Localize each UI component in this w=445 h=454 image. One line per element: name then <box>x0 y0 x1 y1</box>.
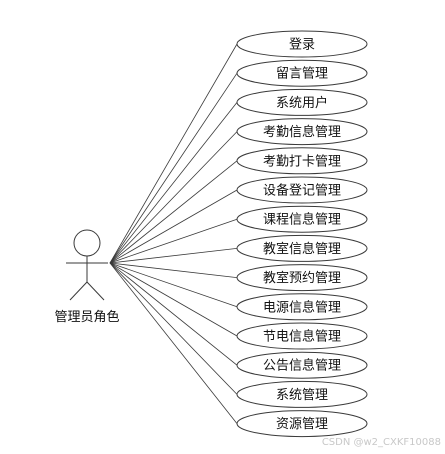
use-case-list: 登录留言管理系统用户考勤信息管理考勤打卡管理设备登记管理课程信息管理教室信息管理… <box>236 30 368 438</box>
use-case-label: 系统管理 <box>276 388 328 403</box>
use-case-ellipse <box>236 322 368 350</box>
use-case-label: 系统用户 <box>276 95 328 111</box>
use-case-label: 设备登记管理 <box>263 183 341 199</box>
association-line <box>109 262 238 308</box>
use-case-label: 公告信息管理 <box>263 358 341 374</box>
association-line <box>109 262 238 366</box>
use-case-ellipse <box>236 88 368 116</box>
association-line <box>109 189 238 264</box>
actor-left-leg <box>69 281 88 301</box>
use-case-label: 教室预约管理 <box>263 270 341 286</box>
association-line <box>109 262 238 337</box>
use-case: 系统管理 <box>236 380 368 408</box>
association-line <box>109 102 238 264</box>
use-case: 教室预约管理 <box>236 264 368 292</box>
use-case-ellipse <box>236 380 368 408</box>
use-case: 资源管理 <box>236 410 368 438</box>
use-case-label: 考勤信息管理 <box>263 124 341 140</box>
use-case: 系统用户 <box>236 88 368 116</box>
actor-right-leg <box>86 281 105 301</box>
use-case: 考勤打卡管理 <box>236 147 368 175</box>
use-case-ellipse <box>236 205 368 233</box>
use-case-ellipse <box>236 293 368 321</box>
use-case: 设备登记管理 <box>236 176 368 204</box>
use-case: 电源信息管理 <box>236 293 368 321</box>
actor: 管理员角色 <box>54 229 120 325</box>
association-line <box>109 262 238 278</box>
use-case-ellipse <box>236 264 368 292</box>
use-case-label: 节电信息管理 <box>263 329 341 345</box>
use-case-ellipse <box>236 59 368 87</box>
association-line <box>109 262 238 424</box>
association-line <box>109 248 238 264</box>
use-case-ellipse <box>236 410 368 438</box>
actor-head <box>73 229 101 257</box>
use-case-label: 电源信息管理 <box>263 299 341 315</box>
use-case: 考勤信息管理 <box>236 118 368 146</box>
actor-label: 管理员角色 <box>54 309 119 325</box>
use-case-ellipse <box>236 234 368 262</box>
association-line <box>109 131 238 264</box>
use-case: 节电信息管理 <box>236 322 368 350</box>
use-case: 留言管理 <box>236 59 368 87</box>
use-case-ellipse <box>236 147 368 175</box>
association-line <box>109 72 238 264</box>
association-line <box>109 262 238 395</box>
association-line <box>109 43 238 264</box>
use-case-label: 课程信息管理 <box>263 212 341 228</box>
watermark: CSDN @w2_CXKF10088 <box>321 437 441 448</box>
use-case-label: 教室信息管理 <box>263 241 341 257</box>
association-line <box>109 160 238 264</box>
use-case-ellipse <box>236 351 368 379</box>
association-lines <box>109 43 238 424</box>
use-case-ellipse <box>236 118 368 146</box>
use-case: 课程信息管理 <box>236 205 368 233</box>
use-case-label: 资源管理 <box>276 417 328 432</box>
use-case: 公告信息管理 <box>236 351 368 379</box>
use-case: 登录 <box>236 30 368 58</box>
association-line <box>109 218 238 264</box>
use-case-label: 登录 <box>289 38 315 53</box>
use-case-label: 留言管理 <box>276 67 328 82</box>
use-case-ellipse <box>236 30 368 58</box>
use-case-ellipse <box>236 176 368 204</box>
use-case: 教室信息管理 <box>236 234 368 262</box>
use-case-label: 考勤打卡管理 <box>263 154 341 169</box>
